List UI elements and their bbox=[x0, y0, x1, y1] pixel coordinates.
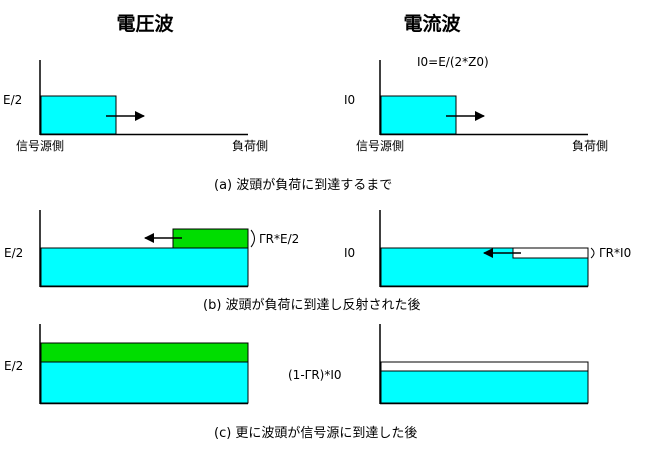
level-label-i0: I0 bbox=[344, 246, 355, 260]
incident-current-wave bbox=[380, 370, 589, 404]
panel-a-voltage: E/2 信号源側 負荷側 bbox=[3, 60, 268, 153]
caption-c: (c) 更に波頭が信号源に到達した後 bbox=[214, 426, 417, 441]
incident-voltage-wave bbox=[40, 95, 117, 135]
voltage-reflection-label: ΓR*E/2 bbox=[259, 232, 299, 246]
reflected-voltage-wave bbox=[172, 228, 249, 249]
current-reflection-label: ΓR*I0 bbox=[599, 246, 631, 260]
panel-c-current: (1-ΓR)*I0 bbox=[288, 324, 589, 405]
reflected-voltage-wave bbox=[40, 342, 249, 363]
reflected-current-wave bbox=[380, 361, 589, 372]
caption-a: (a) 波頭が負荷に到達するまで bbox=[214, 178, 392, 193]
reflection-bracket bbox=[590, 247, 595, 259]
level-label-e2: E/2 bbox=[4, 246, 23, 260]
incident-voltage-wave bbox=[40, 247, 249, 287]
incident-voltage-wave bbox=[40, 361, 249, 404]
reflection-bracket bbox=[250, 229, 255, 248]
panel-b-voltage: E/2 ΓR*E/2 bbox=[4, 210, 299, 288]
current-wave-title: 電流波 bbox=[403, 12, 461, 35]
panel-c-voltage: E/2 bbox=[4, 324, 249, 405]
source-side-label: 信号源側 bbox=[16, 139, 64, 153]
level-label-i0: I0 bbox=[344, 93, 355, 107]
level-label-e2: E/2 bbox=[4, 359, 23, 373]
panel-b-current: I0 ΓR*I0 bbox=[344, 210, 631, 288]
panel-a-current: I0=E/(2*Z0) I0 信号源側 負荷側 bbox=[344, 55, 608, 153]
incident-current-wave bbox=[380, 95, 457, 135]
current-formula: I0=E/(2*Z0) bbox=[417, 55, 489, 69]
level-label-reduced-current: (1-ΓR)*I0 bbox=[288, 368, 342, 382]
load-side-label: 負荷側 bbox=[572, 139, 608, 153]
source-side-label: 信号源側 bbox=[356, 139, 404, 153]
reflected-current-wave bbox=[512, 247, 589, 259]
caption-b: (b) 波頭が負荷に到達し反射された後 bbox=[203, 297, 421, 313]
load-side-label: 負荷側 bbox=[232, 139, 268, 153]
level-label-e2: E/2 bbox=[3, 93, 22, 107]
voltage-wave-title: 電圧波 bbox=[116, 12, 174, 35]
